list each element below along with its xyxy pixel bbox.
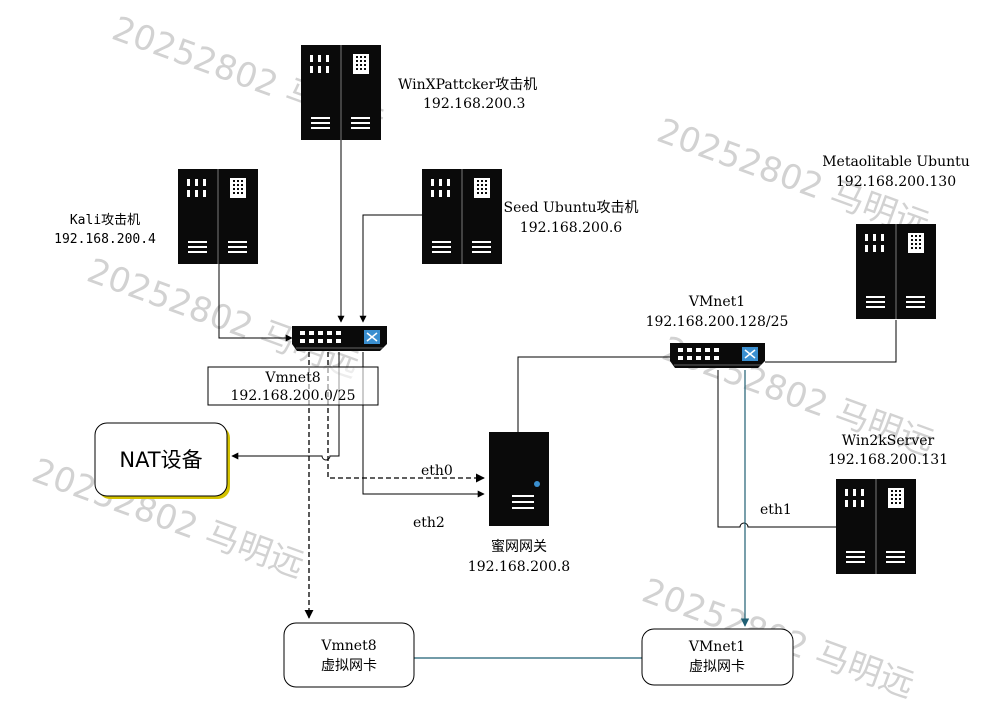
metasploitable-ip: 192.168.200.130	[836, 174, 956, 190]
nat-box	[94, 422, 228, 497]
nic-name: VMnet1	[688, 639, 745, 655]
eth0-label: eth0	[421, 463, 453, 479]
switch-icon	[291, 325, 388, 352]
connections	[218, 140, 897, 663]
nic-name: Vmnet8	[320, 638, 376, 654]
win2k-name: Win2kServer	[842, 433, 935, 449]
server-icon	[300, 44, 382, 141]
server-icon	[855, 223, 937, 320]
link-vmnet1-metasploitable	[765, 320, 897, 363]
seed-ip: 192.168.200.6	[520, 220, 623, 236]
honeywall-ip: 192.168.200.8	[468, 559, 570, 575]
watermarks: 20252802 马明远 20252802 马明远 20252802 马明远 2…	[27, 9, 939, 706]
device-metasploitable[interactable]	[855, 223, 937, 320]
vmnet1-ip: 192.168.200.128/25	[646, 314, 789, 330]
device-winxp[interactable]	[300, 44, 382, 141]
eth1-label: eth1	[760, 502, 792, 518]
eth2-label: eth2	[413, 515, 445, 531]
vmnet8-label-box: Vmnet8 192.168.200.0/25	[207, 366, 379, 406]
link-honeywall-vmnet1	[517, 356, 672, 432]
server-icon	[177, 168, 259, 265]
seed-name: Seed Ubuntu攻击机	[503, 200, 638, 216]
device-honeywall[interactable]	[489, 432, 549, 526]
device-nat[interactable]: NAT设备	[94, 422, 230, 499]
nic-sub: 虚拟网卡	[689, 659, 745, 675]
metasploitable-name: Metaolitable Ubuntu	[822, 154, 970, 170]
win2k-ip: 192.168.200.131	[828, 452, 948, 468]
link-vmnet1-win2k	[717, 370, 836, 528]
kali-ip: 192.168.200.4	[54, 232, 156, 247]
nic-box	[283, 622, 415, 688]
server-icon	[835, 478, 917, 575]
vmnet8-ip: 192.168.200.0/25	[231, 388, 356, 404]
status-led-icon	[534, 481, 540, 487]
winxp-ip: 192.168.200.3	[423, 96, 525, 112]
device-win2k[interactable]	[835, 478, 917, 575]
switch-vmnet1[interactable]	[669, 342, 766, 369]
vmnet1-name: VMnet1	[688, 294, 745, 310]
nat-label: NAT设备	[119, 448, 202, 472]
vmnet8-name: Vmnet8	[264, 370, 320, 386]
nic-vmnet8[interactable]: Vmnet8 虚拟网卡	[283, 622, 415, 688]
kali-name: Kali攻击机	[70, 213, 140, 228]
nic-sub: 虚拟网卡	[321, 658, 377, 674]
server-icon	[421, 168, 503, 265]
link-vmnet8-nat	[231, 352, 340, 461]
nic-vmnet1[interactable]: VMnet1 虚拟网卡	[641, 628, 794, 686]
device-kali[interactable]	[177, 168, 259, 265]
switch-vmnet8[interactable]	[291, 325, 388, 352]
server-icon	[489, 432, 549, 526]
switch-icon	[669, 342, 766, 369]
device-seed[interactable]	[421, 168, 503, 265]
winxp-name: WinXPattcker攻击机	[398, 77, 537, 93]
watermark: 20252802 马明远	[82, 251, 364, 386]
honeywall-name: 蜜网网关	[491, 539, 547, 555]
link-kali-vmnet8	[218, 263, 293, 342]
link-seed-vmnet8	[359, 214, 422, 323]
nic-box	[641, 628, 794, 686]
